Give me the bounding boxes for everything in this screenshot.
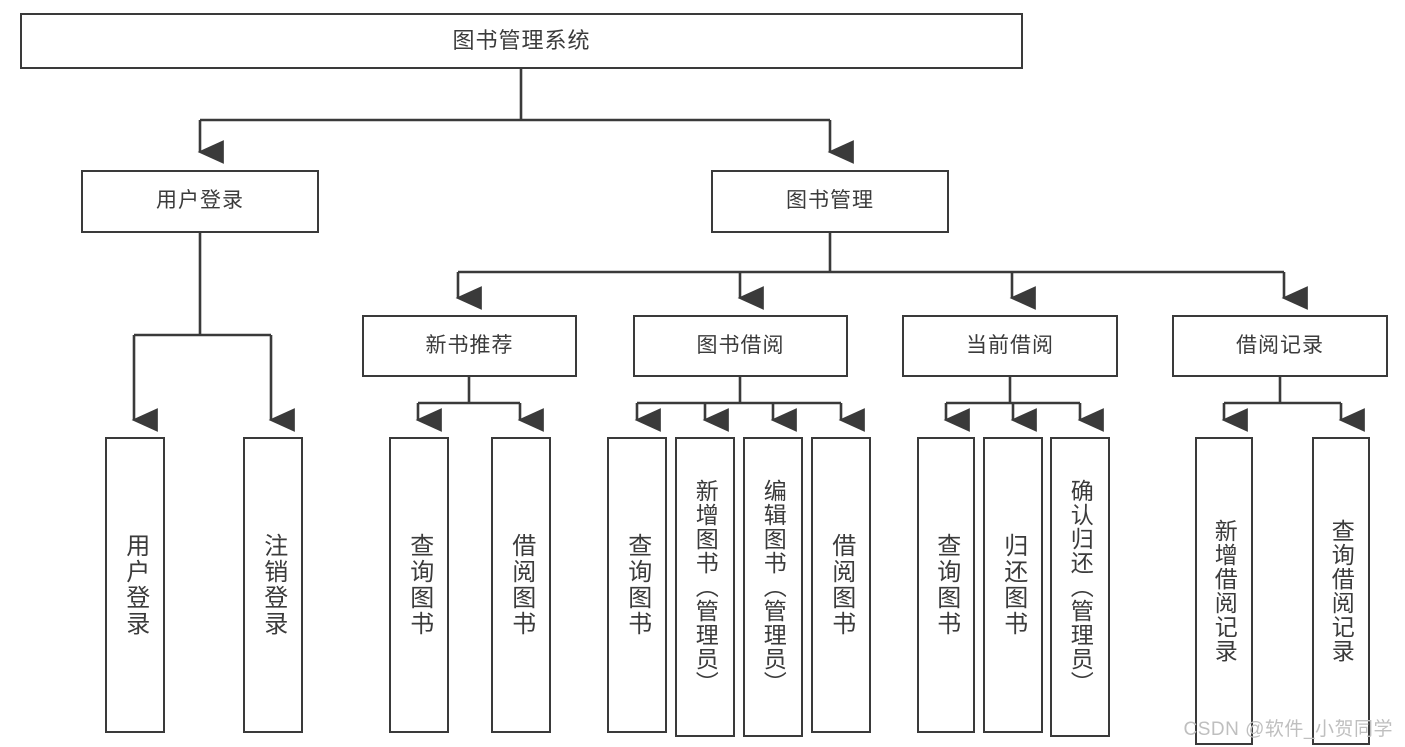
node-leaf-add-borrow-record[interactable]: 新增借阅记录 (1195, 437, 1253, 745)
node-leaf-confirm-return-admin[interactable]: 确认归还（管理员） (1050, 437, 1110, 737)
node-label: 新增借阅记录 (1211, 519, 1238, 663)
node-label: 图书借阅 (696, 333, 785, 357)
node-label: 确认归还（管理员） (1067, 479, 1094, 695)
node-label: 借阅图书 (827, 533, 855, 637)
node-label: 图书管理 (786, 189, 874, 213)
node-book-borrow[interactable]: 图书借阅 (633, 315, 848, 377)
node-book-management[interactable]: 图书管理 (711, 170, 949, 233)
node-leaf-query-borrow-record[interactable]: 查询借阅记录 (1312, 437, 1370, 745)
node-label: 用户登录 (156, 189, 244, 213)
node-leaf-query-book-recommend[interactable]: 查询图书 (389, 437, 449, 733)
node-leaf-borrow-book-recommend[interactable]: 借阅图书 (491, 437, 551, 733)
node-label: 查询图书 (405, 533, 433, 637)
node-label: 查询借阅记录 (1328, 519, 1355, 663)
node-leaf-logout[interactable]: 注销登录 (243, 437, 303, 733)
node-label: 注销登录 (259, 533, 287, 637)
node-new-book-recommend[interactable]: 新书推荐 (362, 315, 577, 377)
node-leaf-edit-book-admin[interactable]: 编辑图书（管理员） (743, 437, 803, 737)
node-leaf-user-login[interactable]: 用户登录 (105, 437, 165, 733)
node-borrow-record[interactable]: 借阅记录 (1172, 315, 1388, 377)
node-label: 借阅记录 (1236, 333, 1324, 357)
node-label: 编辑图书（管理员） (760, 479, 787, 695)
node-leaf-add-book-admin[interactable]: 新增图书（管理员） (675, 437, 735, 737)
node-label: 新增图书（管理员） (692, 479, 719, 695)
node-leaf-borrow-book[interactable]: 借阅图书 (811, 437, 871, 733)
node-label: 查询图书 (623, 533, 651, 637)
node-label: 新书推荐 (425, 333, 514, 357)
node-leaf-return-book[interactable]: 归还图书 (983, 437, 1043, 733)
node-label: 用户登录 (121, 533, 149, 637)
node-label: 借阅图书 (507, 533, 535, 637)
node-label: 当前借阅 (966, 333, 1054, 357)
node-label: 查询图书 (932, 533, 960, 637)
node-root-system[interactable]: 图书管理系统 (20, 13, 1023, 69)
node-leaf-query-book-borrow[interactable]: 查询图书 (607, 437, 667, 733)
node-current-borrow[interactable]: 当前借阅 (902, 315, 1118, 377)
node-leaf-query-book-current[interactable]: 查询图书 (917, 437, 975, 733)
node-label: 归还图书 (999, 533, 1027, 637)
node-label: 图书管理系统 (452, 28, 591, 54)
node-user-login[interactable]: 用户登录 (81, 170, 319, 233)
